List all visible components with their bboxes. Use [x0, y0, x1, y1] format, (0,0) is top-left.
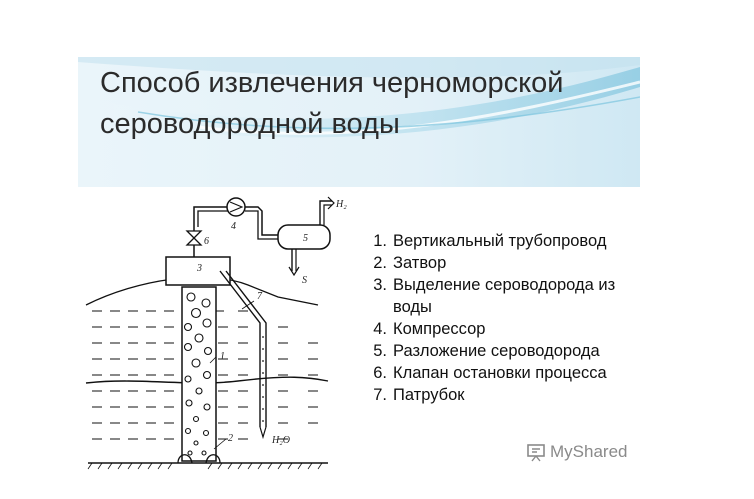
watermark[interactable]: MyShared: [526, 440, 627, 464]
label-4: 4: [231, 221, 236, 232]
label-3: 3: [196, 263, 202, 274]
sea-water: [92, 310, 318, 440]
label-h2: H₂: [335, 199, 347, 210]
legend-item: 3.Выделение сероводорода из воды: [373, 276, 616, 316]
separator-box: [165, 256, 231, 286]
slide: Способ извлечения черноморской сероводор…: [78, 57, 640, 482]
label-1: 1: [220, 351, 225, 362]
legend-item: 5.Разложение сероводорода: [373, 342, 600, 360]
side-branch-pipe: [219, 270, 261, 427]
gas-bubbles: [183, 292, 213, 456]
label-5: 5: [303, 233, 308, 244]
label-7: 7: [257, 291, 263, 302]
presentation-board-icon: [527, 444, 545, 462]
label-s: S: [302, 275, 307, 286]
decomposition-tank: [277, 224, 331, 250]
legend-item: 6.Клапан остановки процесса: [373, 364, 607, 382]
valve: [185, 230, 203, 246]
legend-list: 1.Вертикальный трубопровод 2.Затвор 3.Вы…: [363, 230, 638, 406]
slide-title: Способ извлечения черноморской сероводор…: [100, 67, 564, 140]
watermark-text: MyShared: [550, 442, 628, 461]
title-banner: [78, 57, 640, 187]
legend-item: 7.Патрубок: [373, 386, 465, 404]
label-h2o: H₂O: [271, 435, 290, 446]
legend-item: 2.Затвор: [373, 254, 447, 272]
legend-item: 1.Вертикальный трубопровод: [373, 232, 607, 250]
well-diagram: 3 6 4 5 H₂ S 7 1 2 H₂O: [85, 196, 347, 470]
label-6: 6: [204, 236, 209, 247]
legend-item: 4.Компрессор: [373, 320, 486, 338]
label-2: 2: [228, 433, 233, 444]
